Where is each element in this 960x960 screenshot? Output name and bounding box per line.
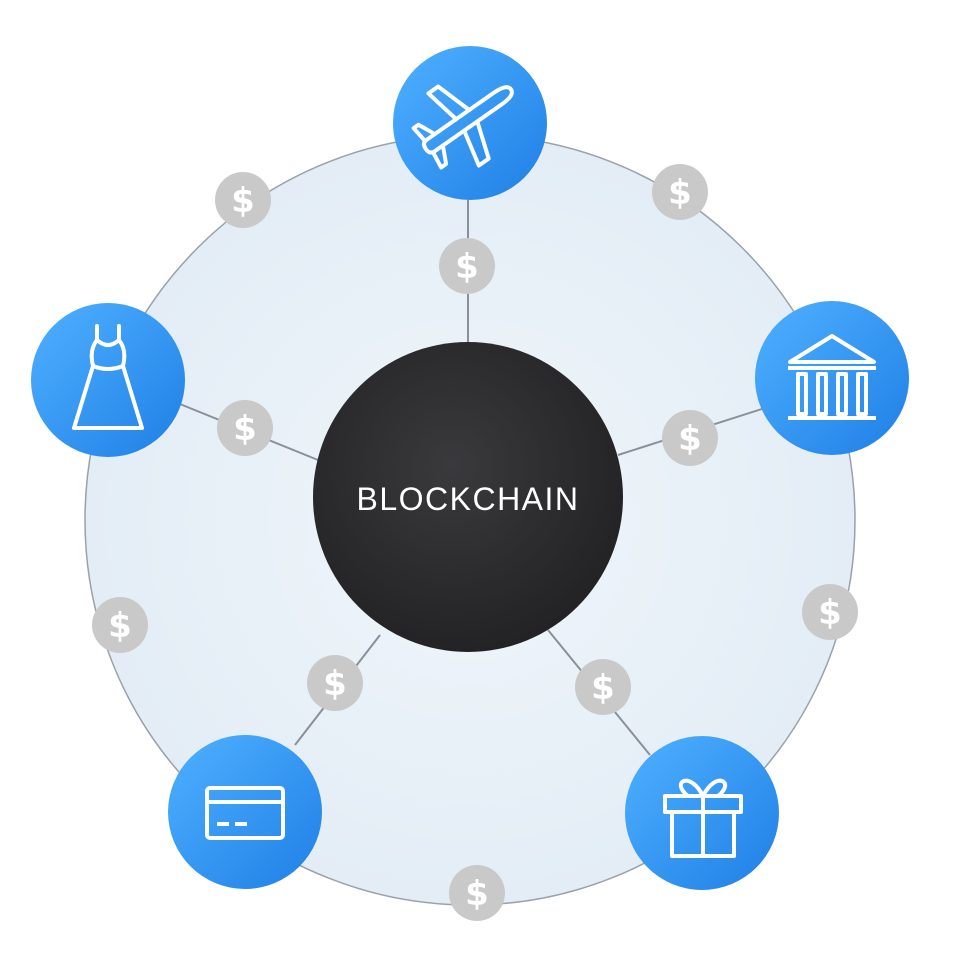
coins: $ $ $ $ $ $ $ $ $ $	[92, 164, 858, 921]
blockchain-hub: BLOCKCHAIN	[313, 342, 623, 652]
node-payment-card	[168, 735, 322, 889]
svg-text:$: $	[591, 668, 615, 708]
dress-icon	[72, 324, 144, 430]
svg-text:$: $	[231, 181, 255, 221]
dollar-coin-icon: $	[652, 164, 708, 220]
bank-icon	[788, 334, 876, 420]
dollar-coin-icon: $	[217, 400, 273, 456]
node-gift	[625, 736, 779, 890]
dollar-coin-icon: $	[662, 410, 718, 466]
svg-text:$: $	[455, 247, 479, 287]
gift-icon	[663, 778, 743, 858]
svg-text:$: $	[323, 664, 347, 704]
node-travel	[393, 46, 547, 200]
dollar-coin-icon: $	[92, 597, 148, 653]
hub-label: BLOCKCHAIN	[356, 481, 579, 517]
credit-card-icon	[205, 786, 285, 840]
node-fashion	[31, 303, 185, 457]
svg-text:$: $	[233, 409, 257, 449]
dollar-coin-icon: $	[307, 655, 363, 711]
dollar-coin-icon: $	[802, 584, 858, 640]
svg-text:$: $	[818, 593, 842, 633]
dollar-coin-icon: $	[575, 659, 631, 715]
svg-text:$: $	[668, 173, 692, 213]
svg-text:$: $	[465, 874, 489, 914]
dollar-coin-icon: $	[215, 172, 271, 228]
dollar-coin-icon: $	[449, 865, 505, 921]
svg-text:$: $	[108, 606, 132, 646]
svg-text:$: $	[678, 419, 702, 459]
airplane-icon	[411, 84, 514, 170]
dollar-coin-icon: $	[439, 238, 495, 294]
node-bank	[755, 301, 909, 455]
